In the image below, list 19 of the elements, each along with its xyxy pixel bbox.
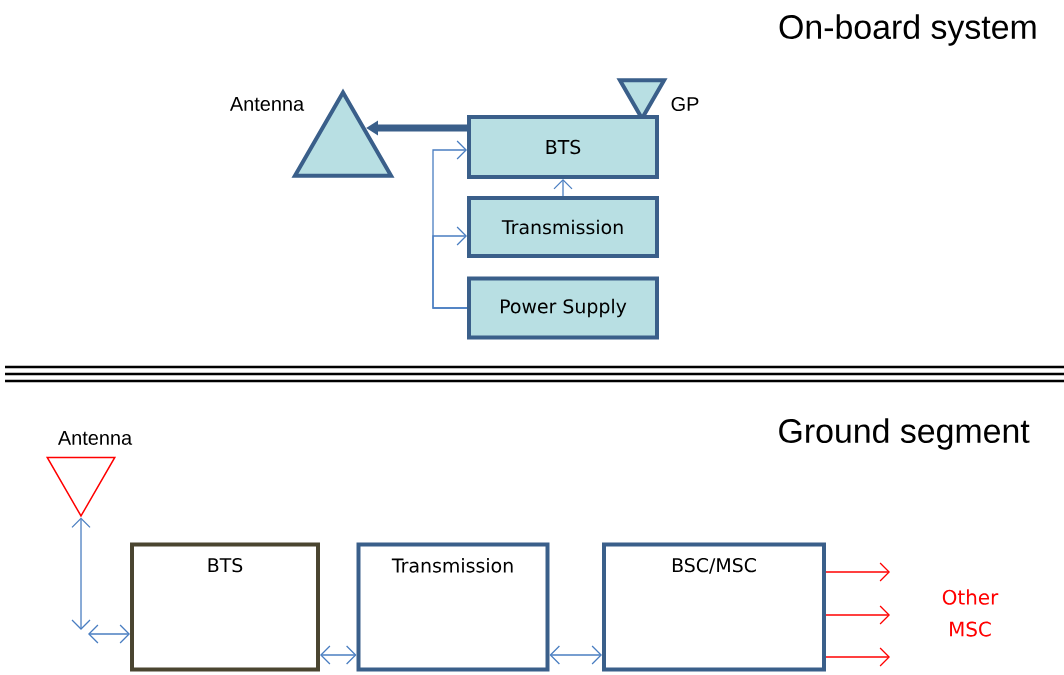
arrow — [71, 517, 91, 630]
gp-label: GP — [671, 96, 699, 112]
arrow — [432, 226, 468, 309]
other-msc-label: Other MSC — [942, 589, 999, 637]
bsc-msc-box: BSC/MSC — [602, 542, 826, 672]
arrow — [320, 645, 357, 665]
arrow — [825, 647, 890, 667]
antenna-label: Antenna — [229, 97, 305, 111]
bts-box: BTS — [130, 542, 320, 672]
power-supply-box: Power Supply — [467, 276, 659, 340]
arrow — [88, 624, 130, 644]
section-title: On-board system — [779, 14, 1036, 46]
arrow — [549, 645, 602, 665]
arrow — [825, 605, 890, 625]
transmission-box: Transmission — [467, 196, 659, 258]
transmission-box: Transmission — [356, 542, 550, 672]
antenna-label: Antenna — [57, 431, 133, 445]
section-title: Ground segment — [779, 418, 1030, 450]
arrow — [825, 562, 890, 582]
